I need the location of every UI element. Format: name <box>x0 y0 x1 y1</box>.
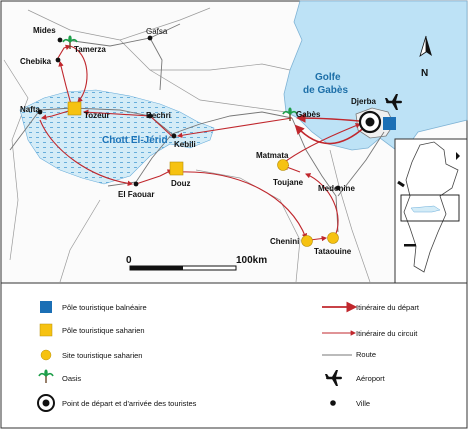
site-chenini <box>301 235 313 247</box>
label-gulf-line2: de Gabès <box>303 85 348 96</box>
label-gafsa: Gafsa <box>146 27 168 36</box>
label-djerba: Djerba <box>351 97 376 106</box>
town-dot-bechri <box>147 113 153 119</box>
town-dot-nafta <box>37 109 43 115</box>
itinerary-circuit <box>39 44 362 242</box>
label-nafta: Nafta <box>20 105 41 114</box>
pole-tozeur <box>67 101 82 116</box>
inset-pointer <box>397 180 405 188</box>
label-chott: Chott El-Jérid <box>102 135 168 146</box>
label-douz: Douz <box>171 179 191 188</box>
legend-label-aeroport: Aéroport <box>356 374 386 383</box>
north-arrow-icon <box>419 35 432 57</box>
site-tataouine <box>327 232 339 244</box>
label-matmata: Matmata <box>256 151 289 160</box>
pole-douz <box>169 161 184 176</box>
label-chebika: Chebika <box>20 57 52 66</box>
label-tataouine: Tataouine <box>314 247 352 256</box>
legend <box>37 301 358 412</box>
legend-label-route: Route <box>356 350 376 359</box>
legend-label-saharien: Pôle touristique saharien <box>62 326 145 335</box>
inset-map <box>394 138 468 284</box>
scale-label-start: 0 <box>126 255 132 266</box>
town-dot-medenine <box>335 185 341 191</box>
legend-label-itin-depart: Itinéraire du départ <box>356 303 420 312</box>
label-tamerza: Tamerza <box>74 45 106 54</box>
town-dot-kebili <box>171 133 177 139</box>
pole-djerba <box>383 117 396 130</box>
town-dot-chebika <box>55 57 61 63</box>
scale-label-end: 100km <box>236 255 267 266</box>
label-chenini: Chenini <box>270 237 299 246</box>
legend-swatch-balneaire <box>40 301 52 313</box>
scale-bar <box>129 265 237 271</box>
legend-airplane-icon <box>325 370 342 386</box>
north-label: N <box>421 68 428 79</box>
legend-label-depart: Point de départ et d'arrivée des tourist… <box>62 399 197 408</box>
region-borders <box>3 7 371 283</box>
departure-point-djerba <box>358 110 382 134</box>
label-toujane: Toujane <box>273 178 304 187</box>
label-gulf-line1: Golfe <box>315 72 341 83</box>
label-bechri: Bechri <box>146 111 171 120</box>
legend-departure-icon <box>37 394 55 412</box>
legend-swatch-saharien <box>39 323 53 337</box>
legend-label-site: Site touristique saharien <box>62 351 142 360</box>
label-medenine: Medenine <box>318 184 355 193</box>
oasis-icon-tamerza <box>62 35 78 49</box>
legend-swatch-site <box>40 349 52 361</box>
label-kebili: Kebili <box>174 140 196 149</box>
airport-icon <box>385 94 402 110</box>
town-dots <box>37 35 341 191</box>
label-mides: Mides <box>33 26 56 35</box>
town-dot-el-faouar <box>133 181 139 187</box>
label-tozeur: Tozeur <box>84 111 110 120</box>
legend-oasis-icon <box>38 369 54 383</box>
label-el-faouar: El Faouar <box>118 190 154 199</box>
label-gabes: Gabès <box>296 110 321 119</box>
site-matmata <box>277 159 289 171</box>
gulf-of-gabes-sea <box>283 0 468 151</box>
legend-label-balneaire: Pôle touristique balnéaire <box>62 303 147 312</box>
legend-label-oasis: Oasis <box>62 374 81 383</box>
town-dot-gafsa <box>147 35 153 41</box>
legend-label-ville: Ville <box>356 399 370 408</box>
oasis-icon-gabes <box>282 107 298 121</box>
town-dot-mides <box>57 37 63 43</box>
legend-town-dot <box>330 400 336 406</box>
roads <box>9 23 385 233</box>
legend-label-itin-circuit: Itinéraire du circuit <box>356 329 418 338</box>
